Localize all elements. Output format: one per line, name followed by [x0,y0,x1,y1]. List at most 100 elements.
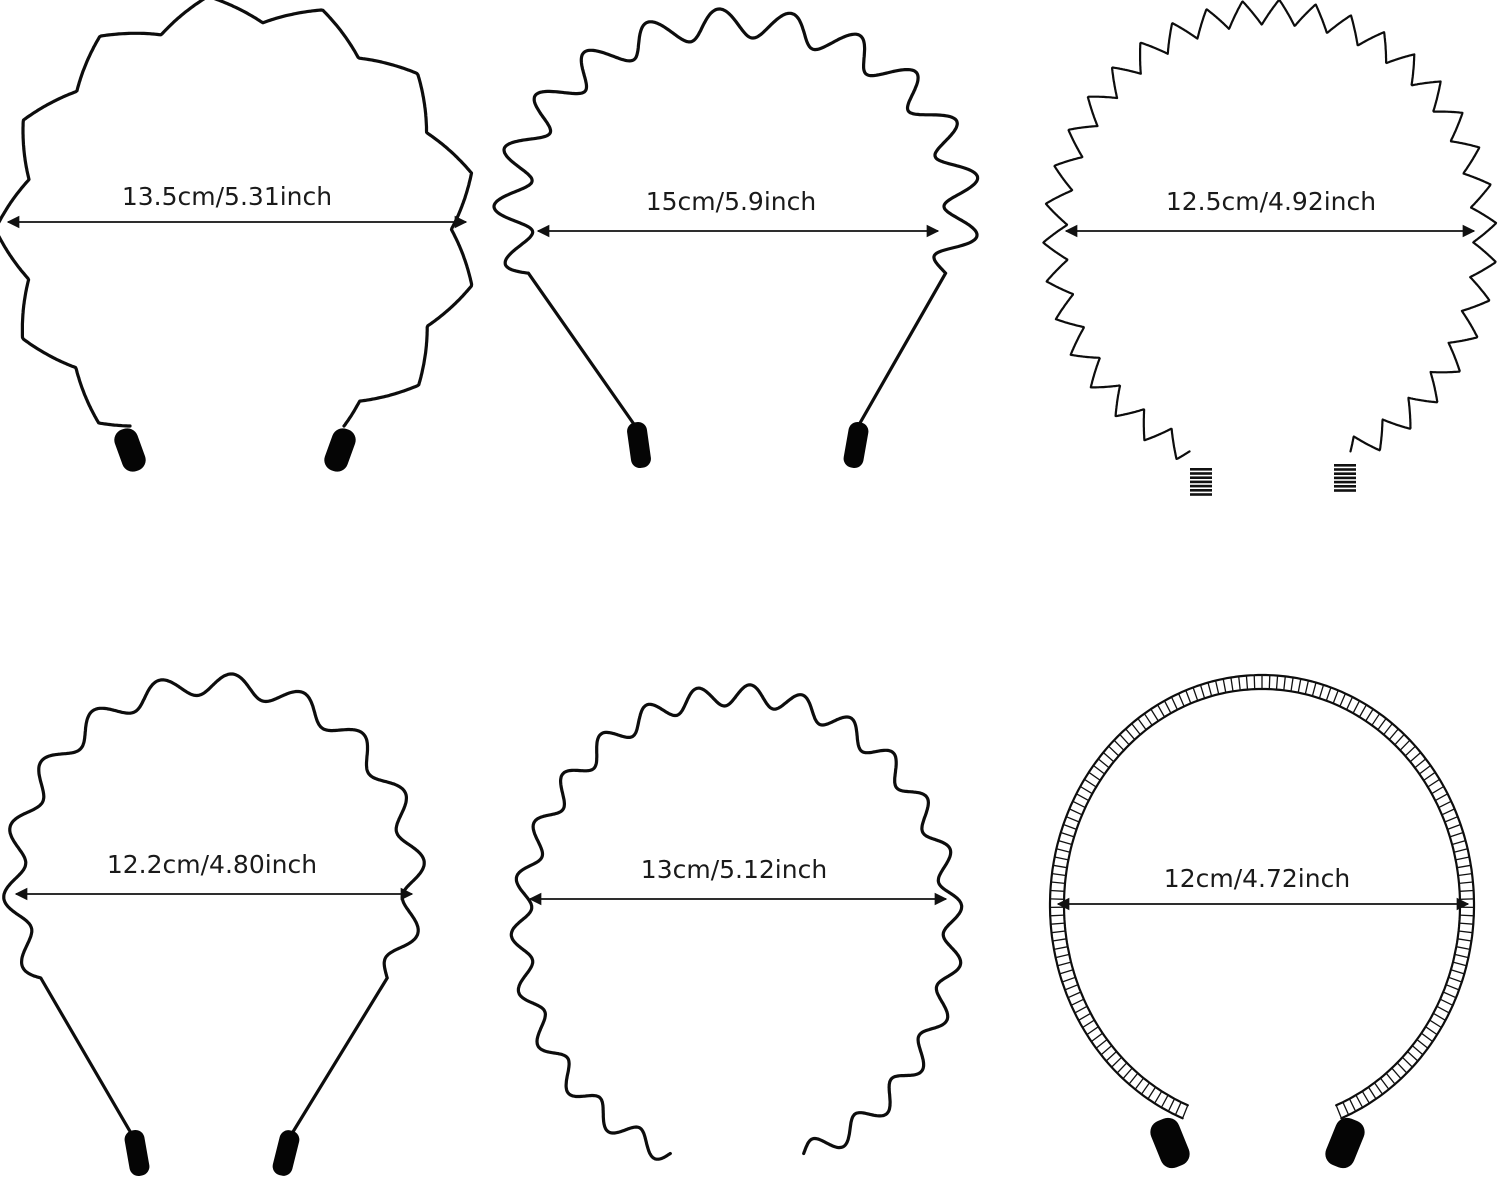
comb-tooth [1335,1105,1343,1119]
comb-tooth [1283,676,1286,691]
comb-tooth [1394,733,1405,746]
comb-tooth [1458,930,1473,934]
headband-2-left-tip [627,421,651,469]
comb-tooth [1439,998,1454,1006]
comb-tooth [1391,1067,1402,1080]
headband-3-wire [1042,0,1498,460]
comb-tooth [1199,684,1206,699]
headband-2-right-tip [843,422,869,468]
comb-tooth [1311,682,1317,697]
headband-6-right-tip [1325,1117,1365,1169]
comb-tooth [1051,881,1066,885]
comb-tooth [1108,745,1120,757]
comb-tooth [1454,953,1469,959]
comb-tooth [1050,914,1065,917]
comb-tooth [1054,856,1069,861]
headband-1-right-tip [324,428,356,472]
comb-tooth [1170,696,1178,710]
comb-tooth [1365,708,1374,722]
comb-tooth [1432,1012,1446,1021]
comb-tooth [1207,682,1213,697]
comb-tooth [1407,1051,1419,1062]
comb-tooth [1419,764,1431,775]
headband-1-measurement: 13.5cm/5.31inch [122,182,332,211]
comb-tooth [1050,922,1065,925]
headband-2-measurement: 15cm/5.9inch [646,187,816,216]
comb-tooth [1367,1086,1377,1100]
comb-tooth [1070,998,1085,1006]
comb-tooth [1385,1072,1396,1085]
coil-ring [1190,480,1212,484]
comb-tooth [1447,823,1461,831]
comb-tooth [1444,816,1458,823]
comb-tooth [1102,752,1115,763]
comb-tooth [1111,1056,1123,1068]
comb-tooth [1086,1026,1099,1036]
comb-tooth [1147,1086,1157,1100]
comb-tooth [1093,764,1105,775]
comb-tooth [1458,872,1473,877]
comb-tooth [1154,1090,1163,1104]
comb-tooth [1064,984,1079,991]
comb-tooth [1078,1012,1092,1021]
comb-tooth [1304,680,1310,695]
comb-tooth [1325,687,1332,701]
headband-3-right-coil [1334,464,1356,492]
comb-tooth [1434,793,1448,802]
headband-6: 12cm/4.72inch [1048,673,1476,1169]
headband-6-tips [1150,1117,1365,1169]
headband-5-wire [509,683,964,1161]
comb-tooth [1116,1062,1128,1074]
coil-ring [1190,476,1212,479]
comb-tooth [1442,991,1457,999]
comb-tooth [1358,704,1367,718]
comb-tooth [1053,946,1068,951]
comb-tooth [1332,690,1339,704]
comb-tooth [1157,704,1166,718]
comb-tooth [1409,752,1422,763]
comb-tooth [1091,1032,1103,1043]
comb-tooth [1160,1094,1169,1108]
headband-6-measurement: 12cm/4.72inch [1164,864,1350,893]
comb-tooth [1427,778,1440,788]
headband-5: 13cm/5.12inch [509,683,964,1161]
comb-tooth [1429,1019,1442,1029]
headband-1-tips [114,428,356,472]
coil-ring [1334,472,1356,475]
comb-tooth [1125,728,1136,741]
comb-tooth [1456,946,1471,951]
comb-tooth [1137,718,1147,731]
comb-tooth [1174,1101,1182,1116]
headband-6-outer-wire [1048,673,1476,1120]
comb-tooth [1140,1082,1151,1095]
coil-ring [1190,493,1212,496]
comb-tooth [1084,778,1097,788]
comb-tooth [1449,831,1464,838]
comb-tooth [1452,961,1467,967]
comb-tooth [1355,1094,1364,1108]
headband-1-wire [0,0,474,428]
comb-tooth [1143,713,1153,726]
comb-tooth [1053,864,1068,869]
comb-tooth [1238,676,1241,691]
coil-ring [1334,464,1356,467]
comb-tooth [1396,1062,1408,1074]
headband-2: 15cm/5.9inch [492,7,980,469]
comb-tooth [1431,785,1445,795]
coil-ring [1334,489,1356,492]
comb-tooth [1230,677,1234,692]
comb-tooth [1361,1090,1370,1104]
comb-tooth [1060,831,1075,838]
comb-tooth [1058,839,1073,846]
comb-tooth [1178,693,1185,707]
comb-tooth [1059,969,1074,975]
comb-tooth [1448,976,1463,983]
comb-tooth [1339,693,1346,707]
coil-ring [1334,485,1356,488]
comb-tooth [1342,1101,1350,1116]
comb-tooth [1318,684,1325,699]
comb-tooth [1423,771,1436,781]
comb-tooth [1052,938,1067,942]
comb-tooth [1082,1019,1095,1029]
comb-tooth [1377,718,1387,731]
